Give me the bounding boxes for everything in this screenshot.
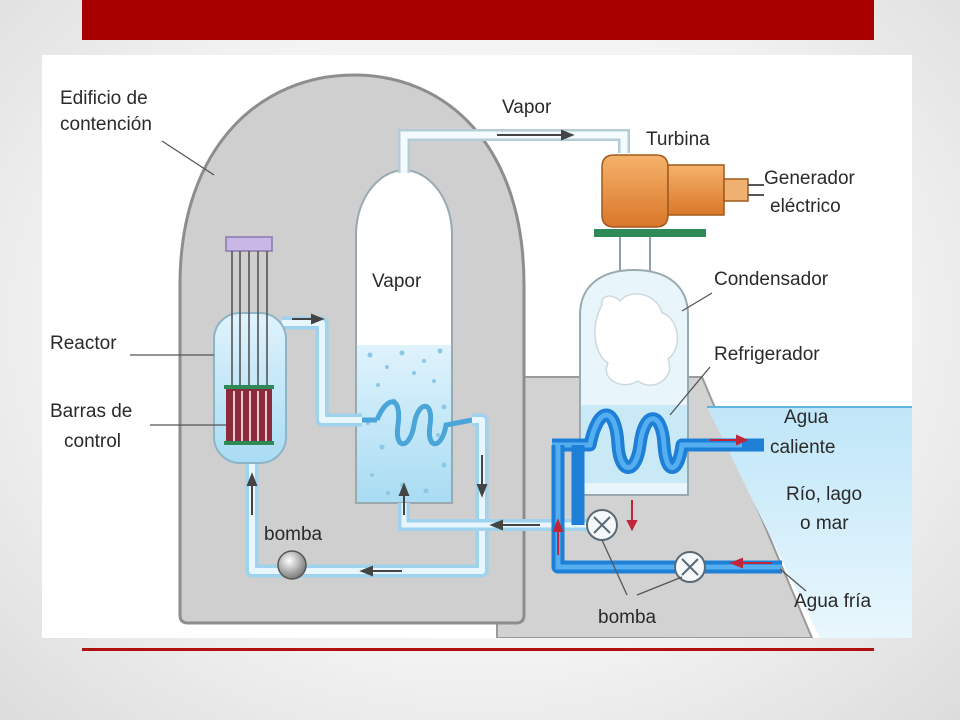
cooling-coil-inner — [552, 412, 742, 470]
leader-lines — [130, 140, 807, 596]
cold-water-label: Agua fría — [794, 591, 872, 612]
turbine-stand — [594, 229, 706, 237]
condenser-steam-cloud — [594, 293, 679, 386]
containment-building-label-1: Edificio de — [60, 88, 148, 109]
steam-vessel-water — [357, 345, 451, 502]
bottom-rule — [82, 648, 874, 651]
nuclear-plant-diagram: Edificio de contención Vapor Turbina Gen… — [42, 55, 912, 638]
river-label-1: Río, lago — [786, 484, 862, 505]
water-bubbles — [366, 348, 447, 495]
inner-pump — [277, 550, 307, 580]
turbine — [601, 154, 669, 228]
turbine-label: Turbina — [646, 129, 710, 150]
river-lake-sea — [707, 407, 912, 638]
primary-loop-pipes-inner — [249, 320, 485, 574]
vapor-pipe-label: Vapor — [502, 97, 552, 118]
cold-water-pump — [674, 551, 706, 583]
rod-top-plate — [224, 385, 274, 389]
pump-label-outer: bomba — [598, 607, 657, 628]
flow-arrows — [246, 313, 540, 577]
generator-wires — [748, 184, 764, 196]
hot-water-label-1: Agua — [784, 407, 829, 428]
control-rods-label-2: control — [64, 431, 121, 452]
containment-building-label-2: contención — [60, 114, 152, 135]
hot-water-label-2: caliente — [770, 437, 836, 458]
condenser-label: Condensador — [714, 269, 829, 290]
title-bar — [82, 0, 874, 40]
cooling-flow-arrows — [552, 434, 772, 569]
control-rods-label-1: Barras de — [50, 401, 132, 422]
generator-label-1: Generador — [764, 168, 856, 189]
river-label-2: o mar — [800, 513, 849, 534]
vapor-vessel-label: Vapor — [372, 271, 422, 292]
control-rod-drive — [225, 236, 273, 252]
control-rod-lines — [231, 251, 268, 390]
vapor-flow-arrow — [497, 129, 575, 141]
refrigerator-label: Refrigerador — [714, 344, 820, 365]
reactor-label: Reactor — [50, 333, 117, 354]
generator-body — [667, 164, 725, 216]
generator-shaft — [723, 178, 749, 202]
outer-pump — [586, 509, 618, 541]
pump-label-inner: bomba — [264, 524, 323, 545]
control-rod-stripes — [233, 391, 267, 441]
rod-bottom-plate — [224, 441, 274, 445]
cooling-loop-pipes-inner — [555, 445, 782, 570]
generator-label-2: eléctrico — [770, 196, 841, 217]
